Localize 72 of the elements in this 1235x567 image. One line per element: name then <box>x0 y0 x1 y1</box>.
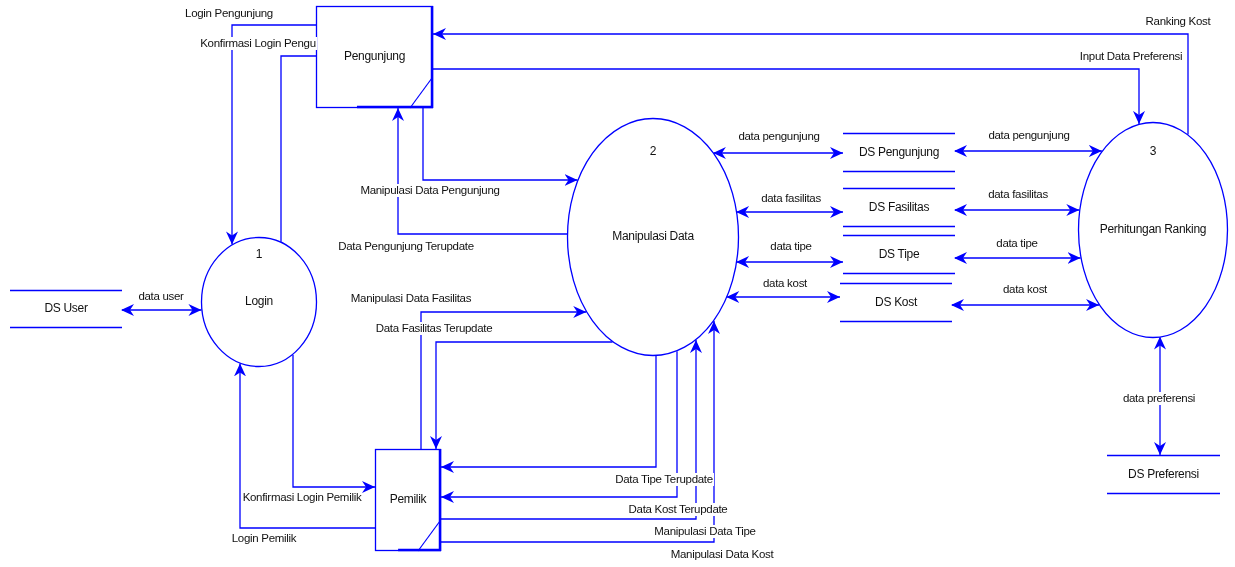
edge-label: Manipulasi Data Fasilitas <box>349 291 473 305</box>
edge-label: data kost <box>762 276 808 290</box>
edge-label: data fasilitas <box>760 191 822 205</box>
edge-label: Data Kost Terupdate <box>627 502 729 516</box>
node-label: Manipulasi Data <box>611 229 695 243</box>
data-flow-arrow <box>1154 336 1166 456</box>
node-label: DS User <box>43 301 89 315</box>
external-entity <box>316 6 433 108</box>
data-flow-arrow <box>420 306 587 450</box>
data-flow-arrow <box>392 107 568 235</box>
data-store <box>843 133 955 172</box>
data-flow-arrow <box>440 339 702 520</box>
edge-label: data pengunjung <box>987 128 1071 142</box>
data-flow-arrow <box>712 147 844 159</box>
data-flow-arrow <box>736 206 844 218</box>
data-flow-arrow <box>226 24 317 246</box>
process-circle <box>201 237 317 367</box>
edge-label: data user <box>137 289 185 303</box>
edge-label: Manipulasi Data Kost <box>669 547 775 561</box>
edge-label: Ranking Kost <box>1144 14 1212 28</box>
data-flow-arrow <box>422 107 579 186</box>
node-label: Pengunjung <box>342 49 407 63</box>
data-flow-arrow <box>954 145 1103 157</box>
data-flow-arrow <box>954 252 1082 264</box>
node-label: DS Fasilitas <box>867 199 931 214</box>
edge-label: Manipulasi Data Tipe <box>653 524 757 538</box>
node-label: DS Tipe <box>877 246 921 261</box>
process-number: 1 <box>254 247 264 261</box>
process-number: 3 <box>1148 144 1158 158</box>
node-label: Pemilik <box>388 492 428 506</box>
node-label: DS Preferensi <box>1127 466 1200 481</box>
edge-label: Konfirmasi Login Pemilik <box>241 490 363 504</box>
edge-label: Data Fasilitas Terupdate <box>374 321 494 335</box>
data-store <box>10 290 122 328</box>
edge-label: Login Pengunjung <box>184 6 274 20</box>
edge-label: Data Pengunjung Terupdate <box>337 239 475 253</box>
edge-label: data pengunjung <box>737 129 821 143</box>
data-flow-arrow <box>440 320 720 543</box>
edge-label: data preferensi <box>1121 391 1197 405</box>
data-flow-arrow <box>951 299 1100 311</box>
edge-label: Login Pemilik <box>230 531 298 545</box>
data-flow-arrow <box>121 304 203 316</box>
data-flow-arrow <box>440 355 657 473</box>
process-circle <box>567 118 739 356</box>
node-label: DS Pengunjung <box>857 144 941 159</box>
data-flow-arrow <box>440 350 678 503</box>
process-number: 2 <box>648 144 658 158</box>
data-store <box>840 283 952 322</box>
data-flow-arrow <box>234 362 376 529</box>
data-flow-arrow <box>430 341 614 450</box>
node-label: DS Kost <box>874 294 919 309</box>
edge-label: data tipe <box>995 236 1039 250</box>
data-flow-arrow <box>432 68 1145 125</box>
edge-label: data tipe <box>769 239 813 253</box>
data-flow-arrow <box>432 28 1189 136</box>
edge-label: data fasilitas <box>987 187 1049 201</box>
edge-label: Input Data Preferensi <box>1078 49 1184 63</box>
data-flow-arrow <box>292 354 376 493</box>
edge-label: Data Tipe Terupdate <box>614 472 714 486</box>
data-store <box>843 188 955 227</box>
data-flow-arrow <box>954 204 1080 216</box>
process-circle <box>1078 122 1228 338</box>
edge-label: Manipulasi Data Pengunjung <box>359 183 501 197</box>
data-flow-arrow <box>736 256 844 268</box>
edge-label: Konfirmasi Login Pengu <box>199 36 317 50</box>
external-entity <box>375 449 441 551</box>
node-label: Login <box>244 294 274 308</box>
edge-label: data kost <box>1002 282 1048 296</box>
data-store <box>1107 455 1220 494</box>
data-store <box>843 235 955 274</box>
node-label: Perhitungan Ranking <box>1098 222 1208 236</box>
data-flow-arrow <box>726 291 841 303</box>
